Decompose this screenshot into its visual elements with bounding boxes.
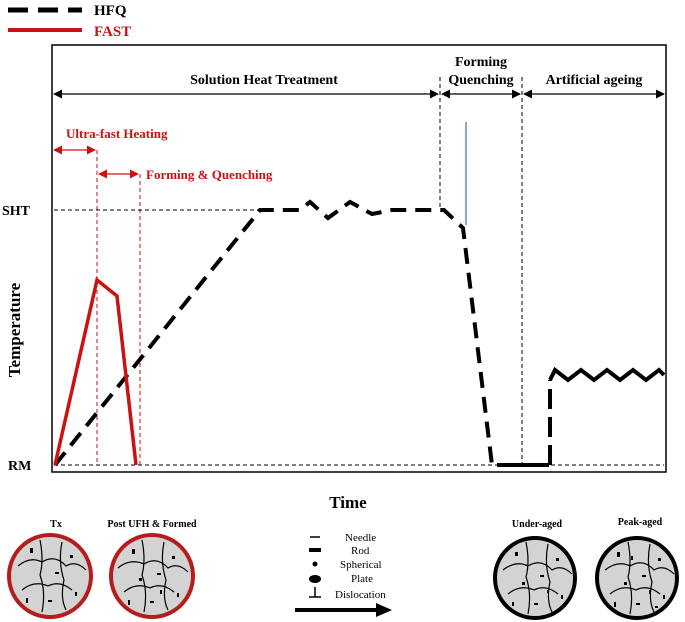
- phase-label-forming: Forming: [455, 55, 507, 70]
- key-dislocation-label: Dislocation: [335, 589, 386, 601]
- fast-phase-arrows: [53, 145, 139, 179]
- rod-icon: [309, 548, 321, 552]
- x-axis-label: Time: [329, 493, 367, 512]
- spherical-icon: [312, 561, 318, 567]
- phase-label-quenching: Quenching: [448, 73, 513, 88]
- y-axis-label: Temperature: [5, 282, 24, 377]
- hfq-curve: [53, 199, 666, 467]
- microstructure-peak-aged-label: Peak-aged: [618, 517, 663, 528]
- fast-label-ufh: Ultra-fast Heating: [66, 126, 168, 141]
- phase-boundaries: [439, 77, 523, 465]
- microstructure-tx: [7, 533, 93, 619]
- key-needle-label: Needle: [345, 532, 376, 544]
- microstructure-peak-aged: [595, 536, 679, 620]
- key-plate-label: Plate: [351, 573, 373, 585]
- legend: HFQ FAST: [8, 3, 131, 40]
- legend-hfq-label: HFQ: [94, 3, 127, 19]
- key-rod-label: Rod: [351, 545, 370, 557]
- plate-icon: [309, 575, 321, 583]
- phase-label-ageing: Artificial ageing: [546, 73, 643, 88]
- fast-label-forming: Forming & Quenching: [146, 167, 273, 182]
- progression-arrow: [295, 603, 392, 617]
- y-tick-sht: SHT: [2, 204, 31, 219]
- microstructure-under-aged-label: Under-aged: [512, 519, 563, 530]
- reference-lines: [54, 209, 664, 466]
- microstructure-post-ufh-label: Post UFH & Formed: [107, 519, 197, 530]
- phase-label-sht: Solution Heat Treatment: [190, 73, 338, 88]
- microstructure-under-aged: [493, 536, 577, 620]
- microstructure-tx-label: Tx: [50, 519, 62, 530]
- legend-fast-label: FAST: [94, 24, 131, 40]
- key-spherical-label: Spherical: [340, 559, 382, 571]
- fast-guides: [96, 150, 141, 465]
- fast-curve: [53, 276, 138, 466]
- precipitate-key: Needle Rod Spherical Plate Dislocation: [309, 532, 386, 601]
- plot-frame: [51, 44, 667, 473]
- y-tick-rm: RM: [8, 459, 31, 474]
- microstructure-post-ufh: [109, 533, 195, 619]
